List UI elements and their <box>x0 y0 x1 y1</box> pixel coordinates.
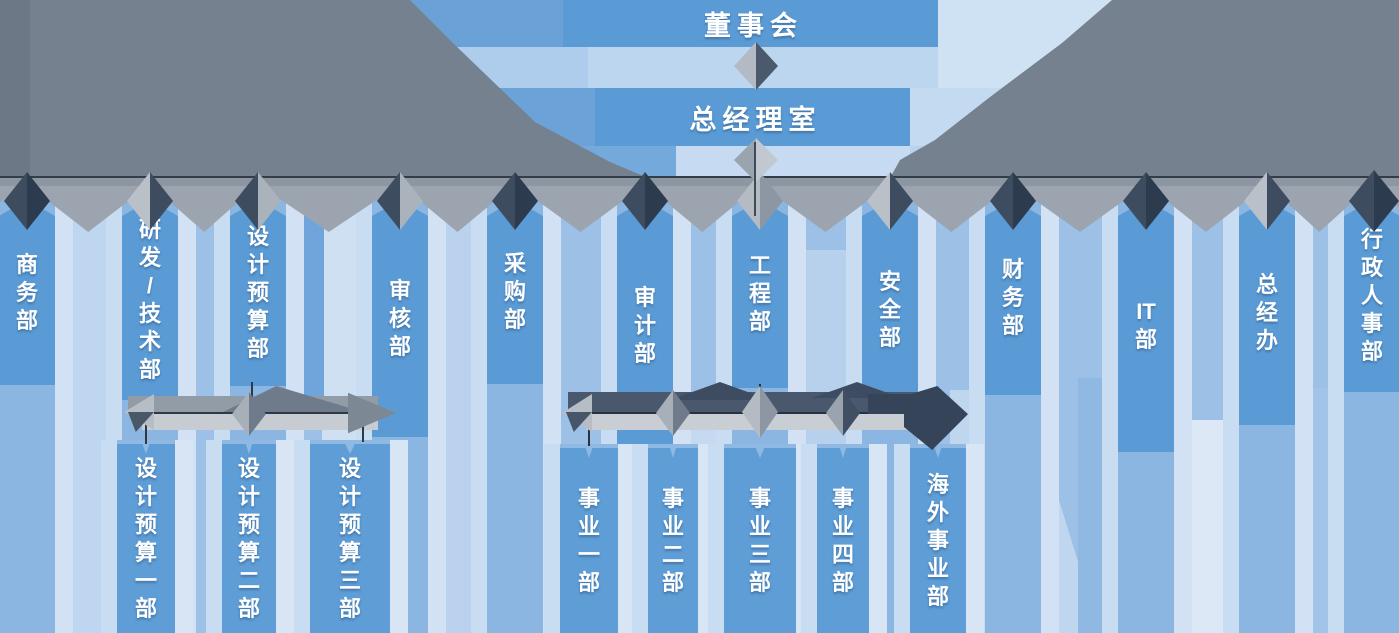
sub-dept-column: 设计预算二部 <box>206 440 294 633</box>
connector-vline <box>145 412 147 444</box>
sub-dept-label: 设计预算二部 <box>237 455 260 621</box>
sub-dept-column: 事业二部 <box>632 444 716 633</box>
connector-arrow-icon <box>904 386 968 450</box>
dept-column: 采购部 <box>471 194 561 633</box>
sub-dept-label: 设计预算一部 <box>134 455 157 621</box>
dept-label: 总经办 <box>1255 271 1278 353</box>
dept-label: 安全部 <box>878 269 901 350</box>
sub-dept-label: 设计预算三部 <box>338 455 361 621</box>
connector-engineering <box>540 382 988 458</box>
dept-column: 行政人事部 <box>1328 194 1399 633</box>
sub-dept-label: 事业三部 <box>748 485 771 595</box>
sub-dept-column: 事业三部 <box>708 444 814 633</box>
dept-label: 商务部 <box>15 251 38 333</box>
general-manager-office-label: 总经理室 <box>689 104 822 135</box>
board-of-directors-box: 董事会 <box>563 0 938 47</box>
sub-dept-column: 设计预算三部 <box>294 440 408 633</box>
sub-dept-column: 海外事业部 <box>894 444 984 633</box>
level2-connector-line <box>0 176 1399 178</box>
sub-dept-column: 设计预算一部 <box>101 440 193 633</box>
sub-dept-column: 事业四部 <box>801 444 887 633</box>
dept-label: 审计部 <box>633 285 656 366</box>
sub-dept-label: 海外事业部 <box>926 471 949 609</box>
dept-label: 审核部 <box>388 277 411 359</box>
header-gray-left-facet <box>0 0 30 178</box>
dept-column: 商务部 <box>0 194 73 633</box>
sub-dept-column: 事业一部 <box>544 444 636 633</box>
dept-label: 工程部 <box>748 253 771 334</box>
dept-label: 研发/技术部 <box>138 217 161 382</box>
dept-label: 行政人事部 <box>1360 227 1383 364</box>
board-of-directors-label: 董事会 <box>704 11 803 41</box>
connector-band-bottom <box>142 414 378 430</box>
connector-vline <box>362 412 364 442</box>
sub-dept-label: 事业一部 <box>577 485 600 595</box>
connector-vline <box>754 142 756 216</box>
sub-dept-label: 事业二部 <box>661 485 684 595</box>
general-manager-office-box: 总经理室 <box>595 88 910 146</box>
dept-label: 财务部 <box>1001 256 1024 338</box>
dept-label: 设计预算部 <box>246 224 269 361</box>
dept-column: 财务部 <box>969 194 1059 633</box>
dept-label: 采购部 <box>503 251 526 332</box>
dept-column: 总经办 <box>1223 194 1313 633</box>
connector-design-budget <box>118 382 408 446</box>
sub-dept-label: 事业四部 <box>831 485 854 595</box>
